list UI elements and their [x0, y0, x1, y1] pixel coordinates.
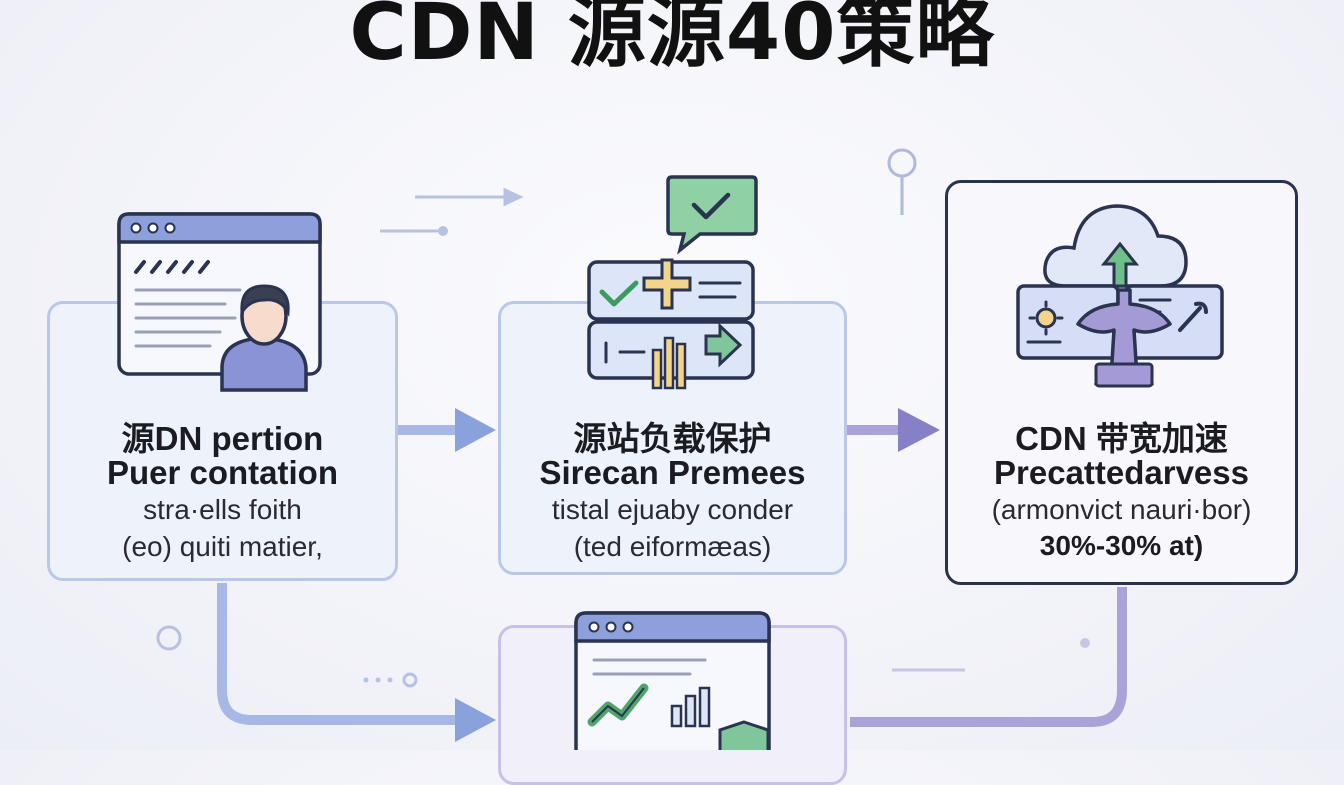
card1-line3: stra·ells foith: [143, 494, 302, 525]
card2-subtitle: Sirecan Premees: [539, 454, 806, 491]
flow-arrow-2-3: [847, 408, 940, 452]
deco-dotted-line: [363, 677, 393, 683]
check-chat-bubble-icon: [666, 175, 758, 255]
card2-line3: tistal ejuaby conder: [551, 494, 794, 525]
deco-arrow-top: [415, 187, 524, 207]
card1-subtitle: Puer contation: [106, 454, 339, 491]
card1-line4: (eo) quiti matier,: [122, 531, 323, 562]
flow-arrow-1-2: [398, 408, 496, 452]
card3-line3: (armonvict nauri·bor): [991, 494, 1252, 525]
card3-line4: 30%-30% at): [1039, 530, 1204, 561]
card3-title: CDN 带宽加速: [1015, 420, 1228, 457]
card2-line4: (ted eiformæas): [573, 531, 772, 562]
deco-ring-left: [156, 625, 182, 651]
card1-title: 源DN pertion: [121, 420, 324, 457]
cloud-upload-icon: [1043, 204, 1188, 288]
card2-title: 源站负载保护: [573, 420, 772, 457]
flow-line-left-down: [217, 583, 496, 742]
server-tree-icon: [1016, 284, 1224, 388]
card3-subtitle: Precattedarvess: [993, 454, 1249, 491]
deco-dot: [438, 226, 448, 236]
flow-line-right-down: [850, 587, 1127, 727]
diagram-title: CDN 源源40策略: [349, 0, 995, 78]
user-avatar-icon: [220, 284, 308, 392]
deco-dot-right: [1080, 638, 1090, 648]
deco-small-dot: [402, 672, 418, 688]
dashboard-panel-icon: [587, 258, 755, 390]
decorations: [156, 148, 1127, 742]
chart-shield-icon: [574, 611, 771, 750]
